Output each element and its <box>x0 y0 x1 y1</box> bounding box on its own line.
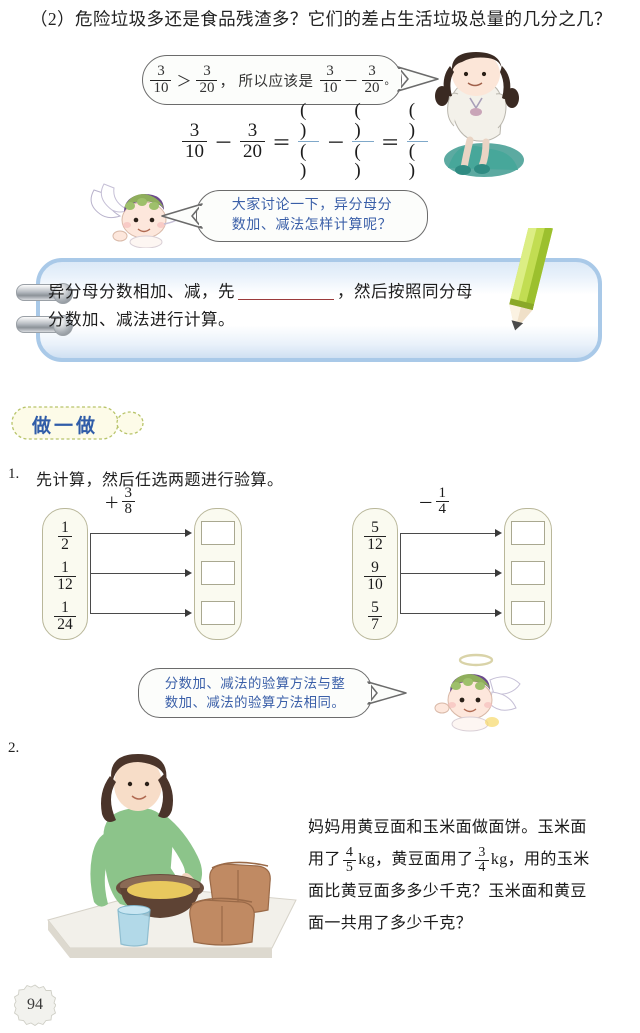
source-pill-right <box>352 508 398 640</box>
bubble3-line2: 数加、减法的验算方法相同。 <box>164 695 346 710</box>
answer-box-left-2[interactable] <box>201 561 235 585</box>
conclusion-part3: 分数加、减法进行计算。 <box>48 310 235 330</box>
equation-equals-2: ＝ <box>380 132 400 154</box>
speech-bubble-tail-left <box>160 200 204 232</box>
binder-ring-top <box>16 283 73 304</box>
fraction-3-over-10: 3 10 <box>150 63 172 96</box>
fraction-3-over-20: 3 20 <box>196 63 218 96</box>
fraction-3-over-20-b: 3 20 <box>361 63 383 96</box>
arrow-head-left-3 <box>185 609 192 617</box>
arrow-connector-right <box>400 533 401 613</box>
binder-ring-bottom <box>16 315 73 336</box>
arrow-head-left-2 <box>185 569 192 577</box>
arrow-right-3 <box>400 613 496 614</box>
arrow-left-3 <box>90 613 186 614</box>
conclusion-part2: ，然后按照同分母 <box>337 282 473 301</box>
comma: ， <box>219 73 235 90</box>
speech-bubble-student: 3 10 ＞ 3 20 ， 所以应该是 3 10 － 3 20 。 <box>142 55 402 105</box>
p2-line2-pre: 用了 <box>308 851 341 868</box>
section-badge-practice: 做一做 <box>10 403 150 443</box>
answer-box-left-3[interactable] <box>201 601 235 625</box>
page-title-question: （2）危险垃圾多还是食品残渣多？它们的差占生活垃圾总量的几分之几？ <box>30 9 612 29</box>
conclusion-box <box>36 258 602 362</box>
answer-blank-fraction-3[interactable]: ( ) ( ) <box>406 100 428 182</box>
equation-row: 3 10 － 3 20 ＝ ( ) ( ) － ( ) ( ) ＝ ( ) ( … <box>180 100 430 181</box>
arrow-left-2 <box>90 573 186 574</box>
p2-line1: 妈妈用黄豆面和玉米面做面饼。玉米面 <box>308 819 587 836</box>
conclusion-box-text: 异分母分数相加、减，先 ，然后按照同分母 分数加、减法进行计算。 <box>48 278 538 344</box>
arrow-head-right-3 <box>495 609 502 617</box>
page-number-label: 94 <box>27 996 43 1013</box>
compare-operator: ＞ <box>176 73 192 90</box>
arrow-right-2 <box>400 573 496 574</box>
p2-unit1: kg，黄豆面用了 <box>358 851 474 868</box>
p2-unit2: kg，用的玉米 <box>490 851 590 868</box>
arrow-left-1 <box>90 533 186 534</box>
item-1-text: 先计算，然后任选两题进行验算。 <box>36 472 284 489</box>
answer-box-right-3[interactable] <box>511 601 545 625</box>
arrow-connector-left <box>90 533 91 613</box>
p2-line4: 面一共用了多少千克？ <box>308 915 473 932</box>
answer-box-left-1[interactable] <box>201 521 235 545</box>
girl-sitting-illustration <box>418 50 534 178</box>
speech-bubble-tail-right-2 <box>366 678 408 708</box>
pencil-illustration <box>498 228 556 346</box>
equation-fraction-2: 3 20 <box>240 121 266 161</box>
arrow-head-right-1 <box>495 529 502 537</box>
page-number-badge: 94 <box>14 984 56 1026</box>
mother-making-dough-illustration <box>42 752 300 964</box>
p2-line3: 面比黄豆面多多少千克？玉米面和黄豆 <box>308 883 587 900</box>
fill-in-blank[interactable] <box>238 299 334 300</box>
equation-equals-1: ＝ <box>272 132 292 154</box>
equation-minus-2: － <box>326 132 346 154</box>
item-2-number: 2. <box>8 740 20 756</box>
answer-blank-fraction-1[interactable]: ( ) ( ) <box>298 100 320 182</box>
equation-fraction-1: 3 10 <box>182 121 207 161</box>
section-badge-label: 做一做 <box>32 416 99 437</box>
speech-bubble-angel-question: 大家讨论一下，异分母分 数加、减法怎样计算呢？ <box>196 190 428 242</box>
item-1-number: 1. <box>8 466 20 482</box>
speech-bubble-tail-right <box>396 63 440 95</box>
answer-box-right-2[interactable] <box>511 561 545 585</box>
source-pill-left <box>42 508 88 640</box>
bubble-middle-text: 所以应该是 <box>238 73 314 90</box>
speech-bubble-angel-tip: 分数加、减法的验算方法与整 数加、减法的验算方法相同。 <box>138 668 372 718</box>
bubble3-line1: 分数加、减法的验算方法与整 <box>164 675 346 691</box>
period: 。 <box>384 75 396 87</box>
speech-bubble-angel-question-content: 大家讨论一下，异分母分 数加、减法怎样计算呢？ <box>222 196 403 237</box>
angel-cherub-illustration-top <box>86 180 184 248</box>
arrow-head-right-2 <box>495 569 502 577</box>
conclusion-part1: 异分母分数相加、减，先 <box>48 282 235 301</box>
angel-cherub-illustration-bottom <box>424 650 528 734</box>
bubble2-line1: 大家讨论一下，异分母分 <box>231 197 393 213</box>
arrow-head-left-1 <box>185 529 192 537</box>
minus-operator: － <box>343 73 359 90</box>
speech-bubble-angel-tip-content: 分数加、减法的验算方法与整 数加、减法的验算方法相同。 <box>156 674 355 713</box>
fraction-3-over-10-b: 3 10 <box>319 63 341 96</box>
arrow-right-1 <box>400 533 496 534</box>
speech-bubble-student-content: 3 10 ＞ 3 20 ， 所以应该是 3 10 － 3 20 。 <box>148 63 396 96</box>
bubble2-line2: 数加、减法怎样计算呢？ <box>231 218 393 233</box>
answer-blank-fraction-2[interactable]: ( ) ( ) <box>352 100 374 182</box>
answer-box-right-1[interactable] <box>511 521 545 545</box>
equation-minus-1: － <box>214 132 234 154</box>
